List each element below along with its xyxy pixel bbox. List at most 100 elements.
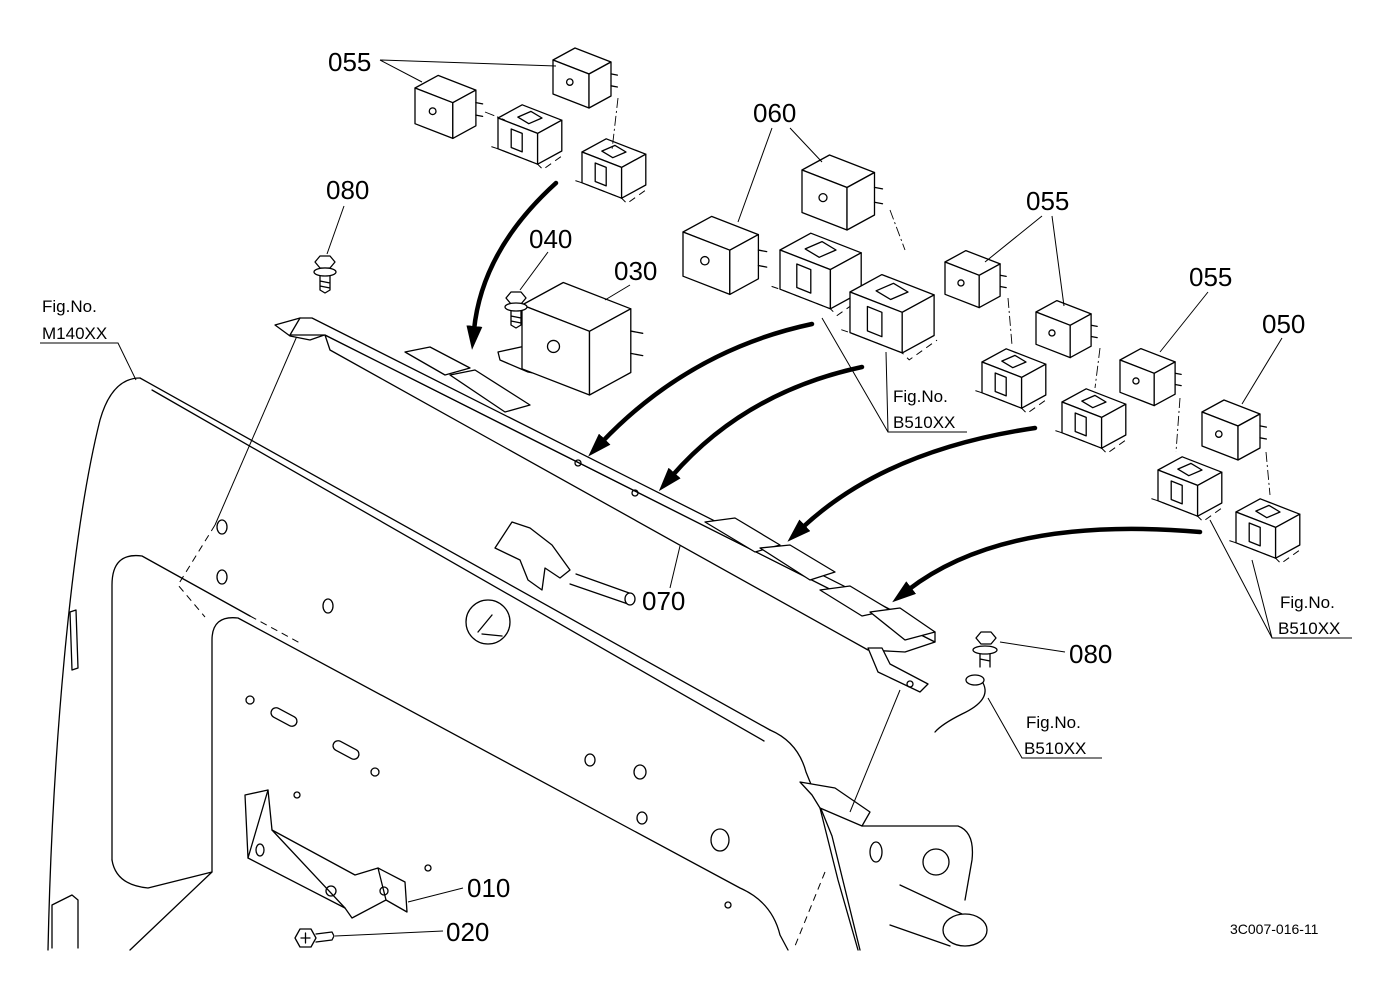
frame-hole <box>922 848 950 876</box>
relay-055-mid-b-pin <box>1090 324 1098 327</box>
bracket-right-tab <box>867 647 929 693</box>
relay-055-right-pin <box>1174 372 1182 375</box>
leader-ref-b510-mid <box>821 317 967 433</box>
panel-hole <box>216 519 228 535</box>
relay-socket-right-1-flange <box>975 390 1049 415</box>
assembly-arrows <box>466 180 1203 603</box>
assembly-arrow <box>787 425 1038 542</box>
frame-bracket <box>799 781 988 951</box>
relay-055-top-b <box>552 47 619 109</box>
relay-socket-060-b <box>841 273 938 361</box>
panel-hole <box>710 828 730 852</box>
relay-socket-top-b-flange <box>575 180 649 205</box>
connection-line <box>611 97 619 151</box>
bracket-010-hole <box>379 886 389 896</box>
relay-055-mid-b-side <box>1069 313 1092 359</box>
bolt-040-washer <box>504 302 528 312</box>
label-020: 020 <box>446 917 489 947</box>
bracket-socket-plate <box>704 517 781 553</box>
relay-055-top-a <box>414 74 484 140</box>
panel-hole <box>245 695 255 705</box>
relay-055-top-b-hole <box>565 78 574 86</box>
bracket-010-hole <box>255 843 265 857</box>
relay-socket-060-b-terminal-window <box>866 305 883 338</box>
relay-socket-top-a-side <box>536 119 563 165</box>
frame-tube <box>889 884 963 947</box>
panel-gauge-needle <box>477 614 503 637</box>
relay-socket-top-b <box>575 138 649 205</box>
label-055-mid: 055 <box>1026 186 1069 216</box>
ref-m140-caption: Fig.No. <box>42 297 97 316</box>
relay-055-mid-a-pin <box>999 274 1007 277</box>
relays-and-sockets <box>414 47 1303 565</box>
relay-055-top-b-side <box>588 61 612 109</box>
panel-hole <box>322 598 334 614</box>
leader-010 <box>407 887 464 903</box>
leader-030 <box>604 284 631 301</box>
panel-slot <box>332 740 360 760</box>
bracket-socket-plate <box>759 544 836 581</box>
relay-socket-right-2-flange <box>1055 430 1129 455</box>
bolt-040 <box>504 291 528 329</box>
bolt-080-right-shank <box>979 653 991 668</box>
bolt-020 <box>294 928 335 948</box>
bracket-010-hole <box>325 885 337 897</box>
bracket-face <box>289 317 936 643</box>
relay-050-pin <box>1259 437 1268 440</box>
relay-050-pin <box>1259 425 1268 428</box>
relay-060-a-side <box>729 233 760 296</box>
relay-055-top-b-pin <box>610 85 619 88</box>
relay-055-right-pin <box>1174 383 1182 387</box>
leader-060 <box>737 127 823 223</box>
ref-b510-right-number: B510XX <box>1278 619 1340 638</box>
ref-b510-mid-number: B510XX <box>893 413 955 432</box>
label-080-top: 080 <box>326 175 369 205</box>
relay-socket-right-1-slot <box>1001 354 1027 369</box>
panel-gauge-hole <box>465 599 511 645</box>
relay-socket-right-3 <box>1151 456 1225 523</box>
relay-050-hole <box>1214 430 1223 438</box>
relay-055-top-b-pin <box>610 73 619 76</box>
frame-bracket-edge <box>819 807 859 951</box>
connection-line <box>1265 451 1271 496</box>
relay-055-mid-a-pin <box>999 285 1007 289</box>
bracket-hole <box>574 459 582 467</box>
relay-060-b-hole <box>818 192 828 203</box>
relay-socket-top-b-terminal-window <box>594 162 607 187</box>
label-060: 060 <box>753 98 796 128</box>
ref-b510-right-caption: Fig.No. <box>1280 593 1335 612</box>
relay-socket-top-a-flange <box>491 146 565 171</box>
relay-socket-right-2-terminal-window <box>1074 412 1087 437</box>
relay-055-top-a-pin <box>475 114 484 117</box>
part-labels: 055 080 040 030 060 055 055 050 070 080 … <box>326 47 1305 947</box>
relay-socket-right-3-terminal-window <box>1170 480 1183 505</box>
label-055-right: 055 <box>1189 262 1232 292</box>
panel-hole <box>216 569 228 585</box>
relay-socket-right-2-slot <box>1081 394 1107 409</box>
relay-socket-right-1-side <box>1020 363 1047 409</box>
drawing-code: 3C007-016-11 <box>1230 921 1319 937</box>
relay-055-top-a-hole <box>428 107 437 116</box>
relay-socket-top-a-slot <box>517 110 543 125</box>
panel-hole <box>424 864 432 872</box>
relay-socket-right-3-flange <box>1151 498 1225 523</box>
ground-wire <box>934 682 986 733</box>
alignment-line-hidden <box>794 871 826 947</box>
panel-hole <box>293 791 301 799</box>
relay-socket-060-b-slot <box>875 282 909 301</box>
relay-055-mid-b-pin <box>1090 335 1098 339</box>
assembly-arrow <box>588 321 815 457</box>
relay-060-b <box>801 154 884 231</box>
relay-030-side <box>588 308 632 396</box>
panel-hole <box>584 753 596 767</box>
relay-socket-right-3-slot <box>1177 462 1203 477</box>
relay-socket-top-b-slot <box>601 144 627 159</box>
relay-050 <box>1201 399 1268 461</box>
relay-055-mid-a <box>944 249 1007 309</box>
relay-030 <box>521 281 644 396</box>
panel-slot <box>270 707 298 727</box>
leader-055-right <box>1159 291 1209 353</box>
panel-hole <box>636 811 648 825</box>
leader-020 <box>334 930 444 937</box>
relay-socket-top-a-terminal-window <box>510 128 523 153</box>
